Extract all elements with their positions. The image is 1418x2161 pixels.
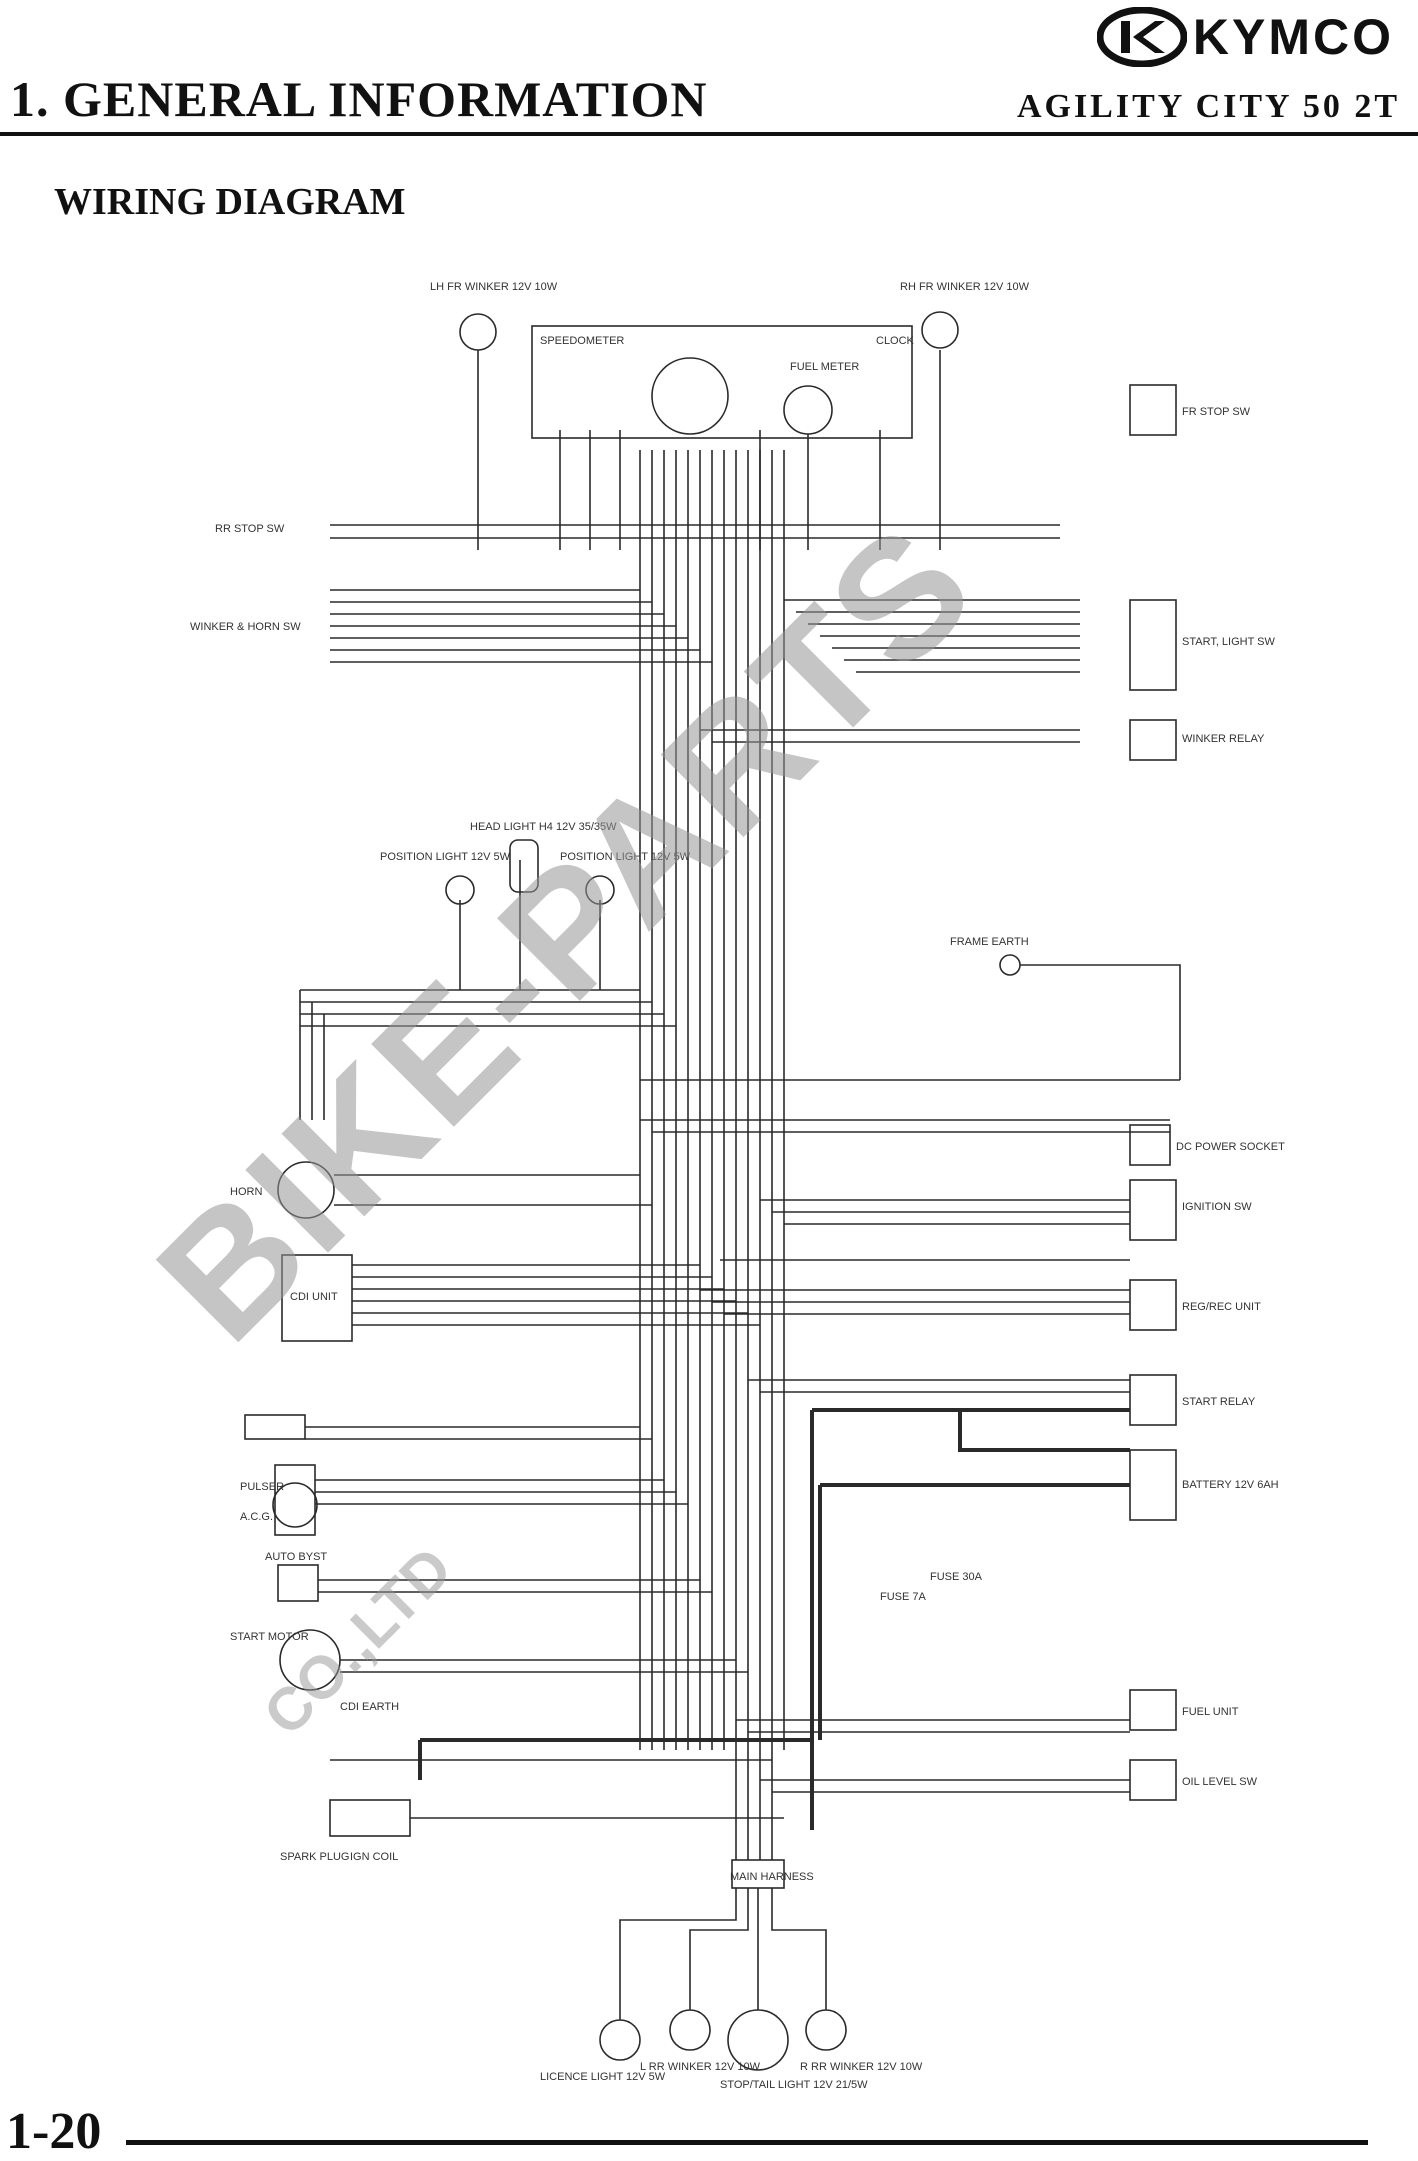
label-clock: CLOCK (876, 335, 915, 347)
label-speedometer: SPEEDOMETER (540, 335, 624, 347)
lrr-winker-bulb (669, 2009, 711, 2051)
label-cdi-unit: CDI UNIT (290, 1291, 338, 1303)
winker-relay-box (1129, 719, 1177, 761)
auto-byst-box (277, 1564, 319, 1602)
label-start-relay: START RELAY (1182, 1396, 1256, 1408)
battery-box (1129, 1449, 1177, 1521)
label-pulser: PULSER (240, 1481, 284, 1493)
label-fuse-7a: FUSE 7A (880, 1591, 927, 1603)
position-light-left (445, 875, 475, 905)
kymco-logo: KYMCO (1096, 4, 1394, 70)
label-position-light-right: POSITION LIGHT 12V 5W (560, 851, 691, 863)
start-light-switch (1129, 599, 1177, 691)
oil-level-box (1129, 1759, 1177, 1801)
lh-fr-winker-bulb (459, 313, 497, 351)
acg-rotor (272, 1482, 318, 1528)
fr-stop-box (1129, 384, 1177, 436)
start-relay-box (1129, 1374, 1177, 1426)
model-name: AGILITY CITY 50 2T (1016, 88, 1400, 125)
chapter-number: 1. (10, 71, 50, 127)
dc-socket-box (1129, 1124, 1171, 1166)
label-start-motor: START MOTOR (230, 1631, 309, 1643)
label-position-light-left: POSITION LIGHT 12V 5W (380, 851, 511, 863)
rh-fr-winker-bulb (921, 311, 959, 349)
label-winker-horn: WINKER & HORN SW (190, 621, 301, 633)
label-rh-fr-winker: RH FR WINKER 12V 10W (900, 281, 1030, 293)
rrr-winker-bulb (805, 2009, 847, 2051)
label-fuse-30a: FUSE 30A (930, 1571, 983, 1583)
label-auto-byst: AUTO BYST (265, 1551, 327, 1563)
label-lh-fr-winker: LH FR WINKER 12V 10W (430, 281, 558, 293)
label-frame-earth: FRAME EARTH (950, 936, 1029, 948)
licence-light-bulb (599, 2019, 641, 2061)
footer-rule (126, 2140, 1368, 2145)
fuel-unit-box (1129, 1689, 1177, 1731)
label-rrr-winker: R RR WINKER 12V 10W (800, 2061, 923, 2073)
position-light-right (585, 875, 615, 905)
chapter-name: GENERAL INFORMATION (63, 71, 708, 127)
cdi-box (281, 1254, 353, 1342)
label-reg-rec: REG/REC UNIT (1182, 1301, 1261, 1313)
label-ign-coil: IGN COIL (350, 1851, 398, 1863)
label-horn: HORN (230, 1186, 262, 1198)
ign-coil-box (329, 1799, 411, 1837)
label-oil-level: OIL LEVEL SW (1182, 1776, 1258, 1788)
head-light-bulb (509, 839, 539, 893)
label-ignition: IGNITION SW (1182, 1201, 1252, 1213)
kymco-emblem-icon (1096, 7, 1187, 67)
pulser-coil (274, 1464, 316, 1536)
brand-name: KYMCO (1192, 9, 1394, 65)
label-stop-tail: STOP/TAIL LIGHT 12V 21/5W (720, 2079, 868, 2090)
label-start-light: START, LIGHT SW (1182, 636, 1276, 648)
label-lrr-winker: L RR WINKER 12V 10W (640, 2061, 761, 2073)
label-licence-light: LICENCE LIGHT 12V 5W (540, 2071, 666, 2083)
label-cdi-earth: CDI EARTH (340, 1701, 399, 1713)
label-fuel-meter: FUEL METER (790, 361, 859, 373)
label-winker-relay: WINKER RELAY (1182, 733, 1265, 745)
label-spark-plug: SPARK PLUG (280, 1851, 350, 1863)
label-main-harness: MAIN HARNESS (730, 1871, 814, 1883)
fuel-meter-dial (783, 385, 833, 435)
section-title: WIRING DIAGRAM (54, 181, 406, 223)
header-rule (0, 132, 1418, 136)
resistor (244, 1414, 306, 1440)
ignition-switch (1129, 1179, 1177, 1241)
speedometer-dial (651, 357, 729, 435)
label-battery: BATTERY 12V 6AH (1182, 1479, 1279, 1491)
page-number: 1-20 (6, 2103, 102, 2160)
chapter-title: 1. GENERAL INFORMATION (10, 70, 708, 128)
instrument-cluster (531, 325, 913, 439)
frame-earth-terminal (999, 954, 1021, 976)
wiring-diagram: LH FR WINKER 12V 10W RH FR WINKER 12V 10… (190, 281, 1285, 2090)
label-dc-socket: DC POWER SOCKET (1176, 1141, 1285, 1153)
label-rr-stop: RR STOP SW (215, 523, 285, 535)
reg-rec-box (1129, 1279, 1177, 1331)
label-fuel-unit: FUEL UNIT (1182, 1706, 1239, 1718)
label-acg: A.C.G. (240, 1511, 273, 1523)
horn-body (277, 1161, 335, 1219)
label-fr-stop: FR STOP SW (1182, 406, 1251, 418)
label-head-light: HEAD LIGHT H4 12V 35/35W (470, 821, 617, 833)
